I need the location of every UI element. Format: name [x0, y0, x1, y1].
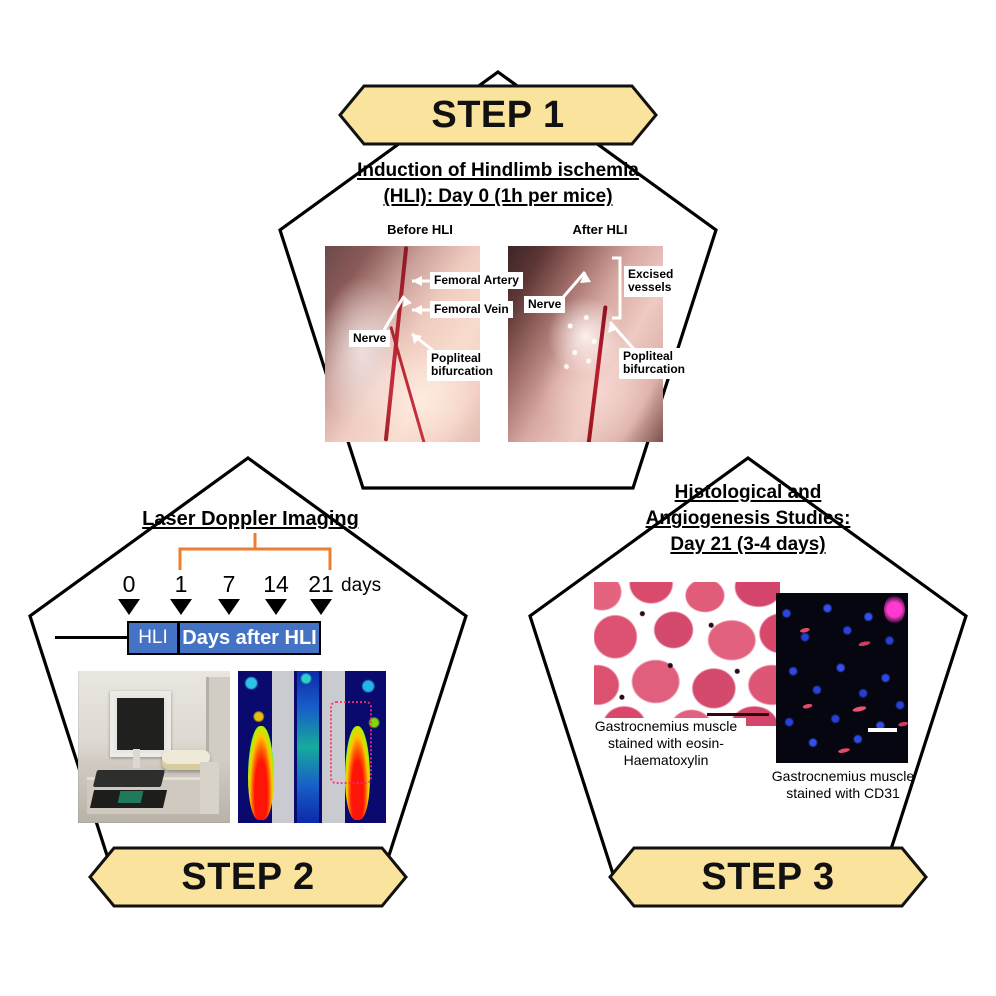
step-1-title: Induction of Hindlimb ischemia (HLI): Da…	[313, 158, 683, 210]
step-3-title: Histological and Angiogenesis Studies: D…	[593, 480, 903, 559]
step-2-title: Laser Doppler Imaging	[108, 508, 393, 531]
day-label-21: 21	[308, 571, 334, 597]
step-1-banner-label: STEP 1	[431, 94, 565, 136]
day-marker-7	[218, 599, 240, 615]
he-stain-image	[594, 582, 780, 726]
step-1-title-line-1: Induction of Hindlimb ischemia	[357, 160, 639, 181]
callout-nerve-after: Nerve	[524, 296, 566, 314]
step-2-title-line-1: Laser Doppler Imaging	[142, 508, 359, 530]
after-hli-label: After HLI	[572, 222, 628, 237]
gastrocnemius-cd31-stain	[776, 593, 908, 763]
step-2-banner-label: STEP 2	[181, 856, 315, 898]
callout-popliteal-bifurcation-before: Popliteal bifurcation	[427, 350, 497, 381]
day-marker-0	[118, 599, 140, 615]
day-unit-label: days	[341, 575, 382, 596]
he-stain-caption: Gastrocnemius muscle stained with eosin-…	[586, 718, 746, 769]
step-1-banner-shape	[338, 84, 658, 146]
timeline-bar-hli: HLI	[127, 621, 179, 655]
day-marker-1	[170, 599, 192, 615]
cd31-stain-image	[776, 593, 908, 763]
laser-doppler-equipment-photo	[78, 671, 230, 823]
day-label-0: 0	[122, 571, 136, 597]
before-hli-photo	[325, 246, 480, 442]
timeline-baseline	[55, 636, 127, 639]
day-label-1: 1	[174, 571, 188, 597]
step-3-banner-shape	[608, 846, 928, 908]
perfusion-heatmap-image	[238, 671, 386, 823]
callout-popliteal-bifurcation-after: Popliteal bifurcation	[619, 348, 689, 379]
laser-doppler-perfusion-scan	[238, 671, 386, 823]
step-3-title-line-2: Angiogenesis Studies:	[645, 508, 851, 530]
day-label-7: 7	[222, 571, 236, 597]
day-label-14: 14	[263, 571, 289, 597]
step-1-title-line-2: (HLI): Day 0 (1h per mice)	[383, 186, 613, 208]
step-3-title-line-3: Day 21 (3-4 days)	[670, 534, 826, 556]
step-2-banner-shape	[88, 846, 408, 908]
step-3-banner-label: STEP 3	[701, 856, 835, 898]
callout-excised-vessels: Excised vessels	[624, 266, 678, 297]
day-marker-14	[265, 599, 287, 615]
step-3-title-line-1: Histological and	[674, 482, 822, 503]
cd31-stain-caption: Gastrocnemius muscle stained with CD31	[771, 768, 915, 801]
step-1-banner: STEP 1	[338, 84, 658, 146]
step-3-banner: STEP 3	[608, 846, 928, 908]
timeline-bar-days-after-hli: Days after HLI	[178, 621, 321, 655]
day-marker-21	[310, 599, 332, 615]
gastrocnemius-he-stain	[594, 582, 780, 726]
step-2-banner: STEP 2	[88, 846, 408, 908]
before-hli-label: Before HLI	[387, 222, 453, 237]
lab-equipment-image	[78, 671, 230, 823]
callout-femoral-artery: Femoral Artery	[430, 272, 523, 290]
callout-femoral-vein: Femoral Vein	[430, 301, 513, 319]
callout-nerve-before: Nerve	[349, 330, 391, 348]
